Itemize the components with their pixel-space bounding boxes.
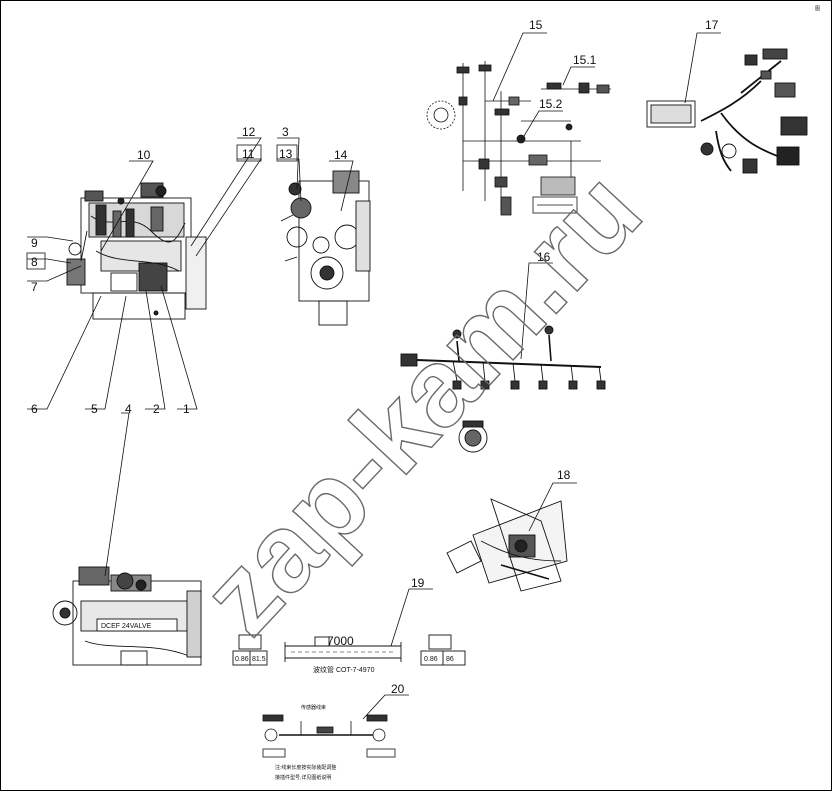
leader-17 xyxy=(684,32,721,104)
leader-4 xyxy=(104,412,130,577)
corrugated-hose-19 xyxy=(232,634,466,666)
wiring-15-leaders xyxy=(492,32,595,142)
harness-16 xyxy=(400,325,606,453)
callout-13: 13 xyxy=(279,147,293,161)
side-view-leaders xyxy=(27,137,262,410)
callout-10: 10 xyxy=(137,148,151,162)
callout-1: 1 xyxy=(183,402,190,416)
callout-4: 4 xyxy=(125,402,132,416)
callout-8: 8 xyxy=(31,255,38,269)
callout-5: 5 xyxy=(91,402,98,416)
callout-15: 15 xyxy=(529,18,543,32)
callout-14: 14 xyxy=(334,148,348,162)
callout-box-8 xyxy=(26,252,46,270)
callout-12: 12 xyxy=(242,125,256,139)
callout-15-2: 15.2 xyxy=(539,97,563,111)
callout-19: 19 xyxy=(411,576,425,590)
callout-7: 7 xyxy=(31,280,38,294)
leader-16 xyxy=(520,262,553,360)
callout-16: 16 xyxy=(537,250,551,264)
callout-17: 17 xyxy=(705,18,719,32)
callout-20: 20 xyxy=(391,682,405,696)
leader-18 xyxy=(528,482,577,532)
hose-length: 7000 xyxy=(327,634,354,648)
hose-left-tag-b: 81.5 xyxy=(252,656,266,663)
engine-front-view xyxy=(280,170,371,326)
sensor-harness-20 xyxy=(262,714,396,758)
hose-right-tag-a: 0.86 xyxy=(424,656,438,663)
leader-20 xyxy=(362,694,409,720)
hose-left-tag-a: 0.86 xyxy=(235,656,249,663)
harness-20-title: 传感器线束 xyxy=(301,704,326,711)
harness-20-note-2: 接插件型号,详见图纸说明 xyxy=(275,774,331,781)
hose-right-tag-b: 86 xyxy=(446,656,454,663)
harness-17 xyxy=(646,48,808,174)
engine-plate-text: DCEF 24VALVE xyxy=(101,623,152,630)
callout-18: 18 xyxy=(557,468,571,482)
callout-15-1: 15.1 xyxy=(573,53,597,67)
corner-mark: 图 xyxy=(815,6,820,12)
pedal-assembly-18 xyxy=(446,498,568,592)
callout-9: 9 xyxy=(31,236,38,250)
callout-3: 3 xyxy=(282,125,289,139)
engine-side-view xyxy=(66,182,207,320)
front-view-leaders xyxy=(277,137,354,212)
engine-top-view xyxy=(52,566,202,666)
hose-name: 波纹管 COT-7-4970 xyxy=(313,665,375,674)
leader-19 xyxy=(390,588,433,647)
wiring-schematic-15 xyxy=(426,61,611,216)
callout-box-13 xyxy=(276,144,298,162)
callout-2: 2 xyxy=(153,402,160,416)
callout-11: 11 xyxy=(242,147,255,161)
harness-20-note-1: 注:线束长度按实际装配调整 xyxy=(275,764,336,771)
callout-6: 6 xyxy=(31,402,38,416)
callout-box-11 xyxy=(236,144,262,162)
